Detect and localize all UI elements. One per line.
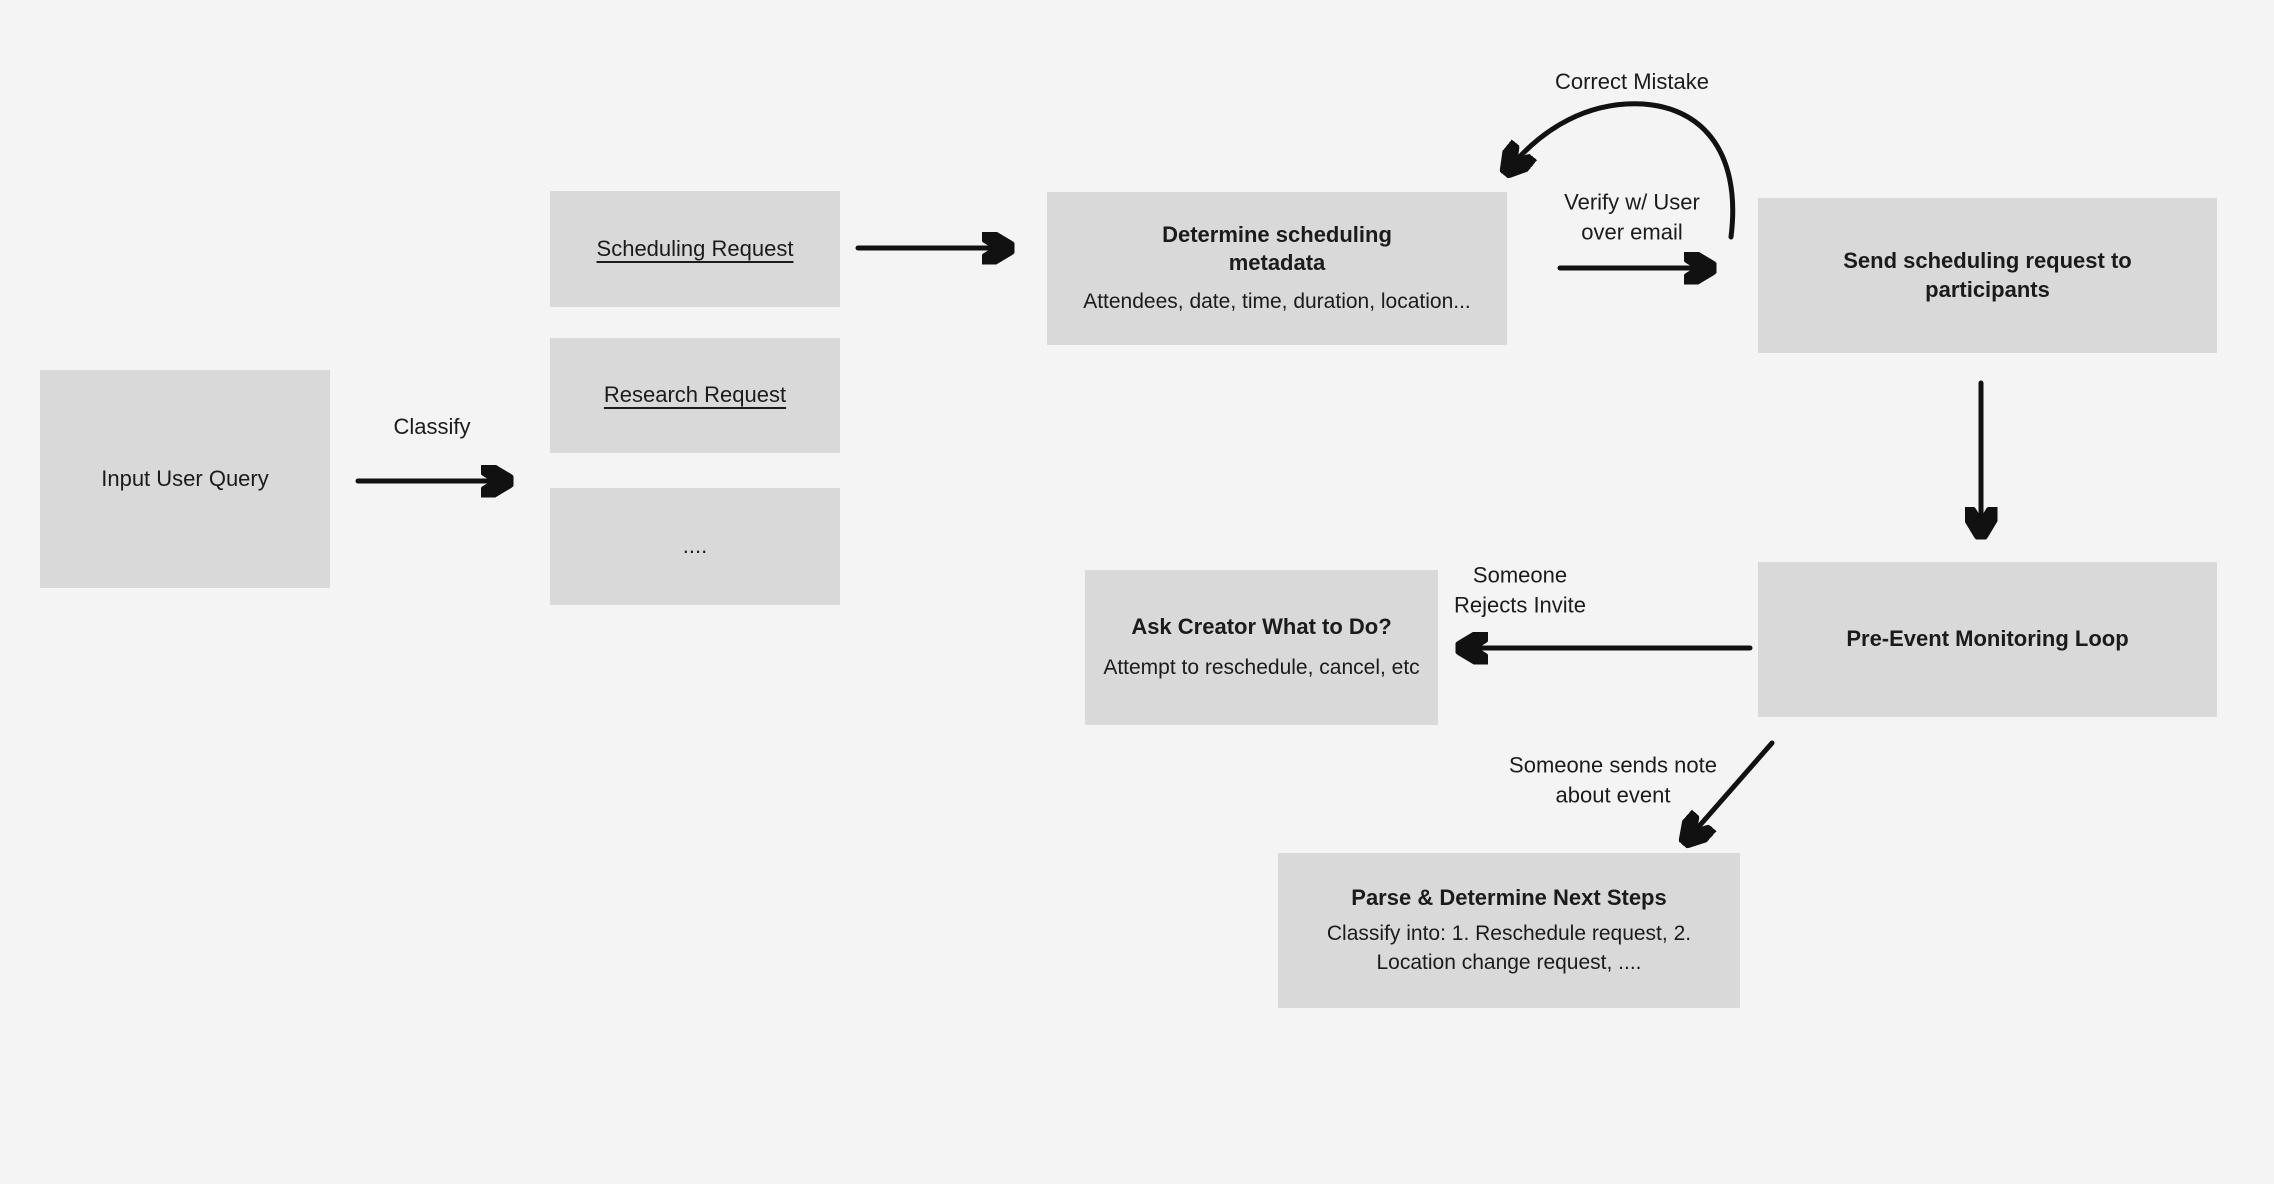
node-title: Send scheduling request to participants — [1843, 247, 2132, 302]
node-body: Classify into: 1. Reschedule request, 2.… — [1326, 922, 1692, 974]
node-research-request[interactable]: Research Request — [550, 338, 840, 453]
edge-label-someone-sends-note: Someone sends note about event — [1509, 752, 1717, 807]
node-title: Parse & Determine Next Steps — [1351, 884, 1667, 910]
node-determine-scheduling-metadata[interactable]: Determine scheduling metadata Attendees,… — [1047, 192, 1507, 345]
node-pre-event-monitoring-loop[interactable]: Pre-Event Monitoring Loop — [1758, 562, 2217, 717]
edge-label-correct-mistake: Correct Mistake — [1554, 69, 1710, 95]
arrow-preevent-to-parse — [1687, 740, 1775, 840]
node-label: Input User Query — [101, 465, 269, 491]
node-title: Ask Creator What to Do? — [1131, 614, 1392, 640]
edge-label-someone-rejects: Someone Rejects Invite — [1453, 562, 1587, 617]
node-other-category[interactable]: .... — [550, 488, 840, 605]
node-send-scheduling-request[interactable]: Send scheduling request to participants — [1758, 198, 2217, 353]
node-body: Attempt to reschedule, cancel, etc — [1103, 655, 1420, 679]
edge-label-verify-user: Verify w/ User over email — [1564, 189, 1700, 244]
node-title: Determine scheduling metadata — [1162, 221, 1392, 276]
node-ask-creator[interactable]: Ask Creator What to Do? Attempt to resch… — [1085, 570, 1438, 725]
node-scheduling-request[interactable]: Scheduling Request — [550, 191, 840, 307]
node-body: Attendees, date, time, duration, locatio… — [1083, 289, 1471, 313]
node-label: .... — [682, 533, 708, 559]
node-title: Pre-Event Monitoring Loop — [1846, 626, 2129, 652]
arrow-correct-mistake-arc — [1508, 101, 1736, 240]
node-parse-determine-next-steps[interactable]: Parse & Determine Next Steps Classify in… — [1278, 853, 1740, 1008]
scheduling-request-link[interactable]: Scheduling Request — [596, 235, 794, 261]
node-input-user-query[interactable]: Input User Query — [40, 370, 330, 588]
research-request-link[interactable]: Research Request — [603, 382, 787, 408]
edge-label-classify: Classify — [393, 414, 471, 440]
